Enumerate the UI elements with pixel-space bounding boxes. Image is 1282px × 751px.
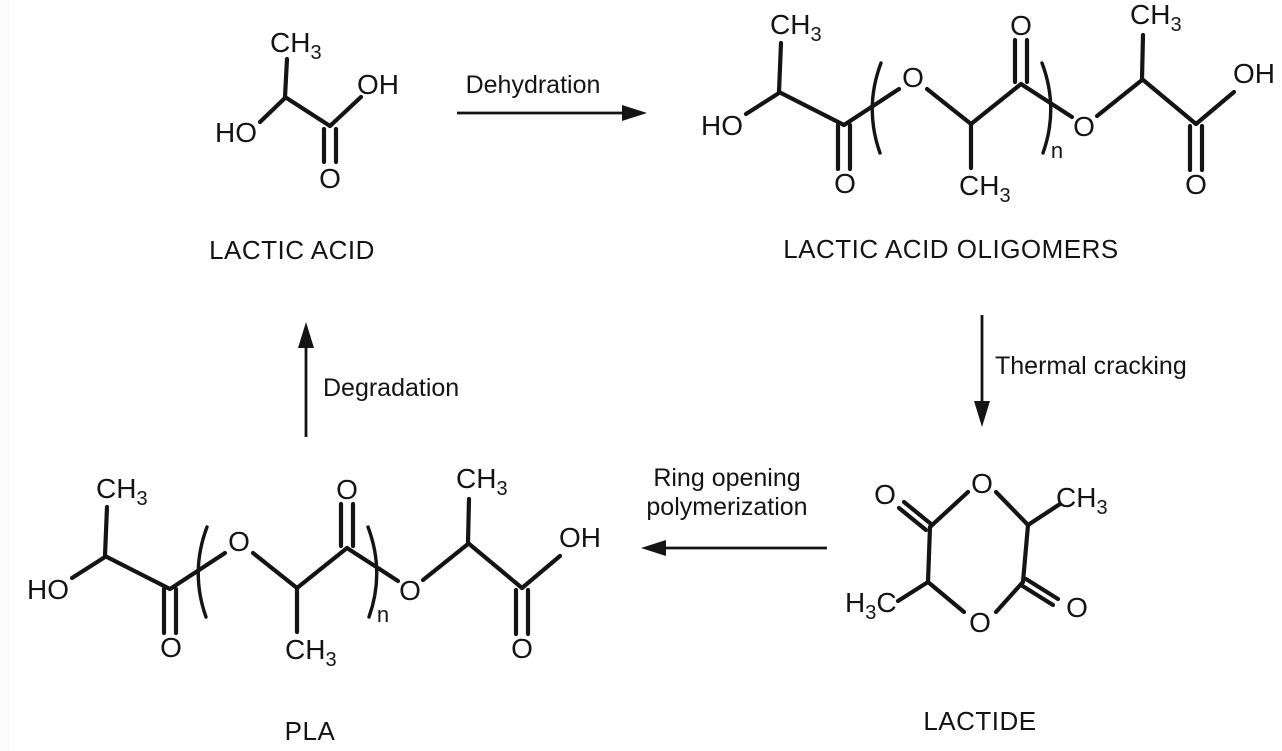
molecule-name-lactide: LACTIDE [923,706,1036,736]
atom-label: HO [215,117,257,148]
bond [282,56,290,100]
reaction-label-degradation: Degradation [323,374,459,402]
atom-label: CH3 [770,9,822,46]
atom-label: O [399,575,421,606]
atom-label: O [834,168,856,199]
atom-label: CH3 [96,473,148,510]
bond [1020,522,1031,585]
reaction-label-ring-opening-polymerization: Ring opening [653,464,800,492]
bond [927,489,971,530]
bond [465,540,525,591]
bond [776,40,784,95]
atom-label: O [1010,10,1032,41]
arrow-head-icon [298,322,314,348]
atom-label: O [336,474,358,505]
atom-label: O [1066,592,1088,623]
atom-label: CH3 [270,27,322,64]
bond [925,579,967,615]
bond [743,90,782,117]
double-bond-line [901,499,934,527]
bond [968,81,1024,127]
atom-label: O [228,526,250,557]
atom-label: O [1185,169,1207,200]
reaction-thermal-cracking: Thermal cracking [974,315,1187,427]
atom-label: O [902,62,924,93]
atom-label: O [160,632,182,663]
arrow-head-icon [641,540,666,556]
bond [1139,76,1199,127]
atom-label: CH3 [456,463,508,500]
atom-label: OH [357,69,399,100]
atom-label: O [874,479,896,510]
atom-label: n [377,602,389,627]
double-bond-line [1023,576,1061,602]
reaction-label-thermal-cracking: Thermal cracking [995,352,1187,380]
atom-label: CH3 [959,170,1011,207]
reaction-dehydration: Dehydration [457,71,647,121]
bond [102,553,173,592]
repeat-unit-bracket [870,61,883,155]
bond [925,524,933,585]
bond [1025,501,1063,528]
repeat-unit-bracket [196,525,209,619]
arrow-head-icon [622,105,647,121]
bond [257,95,288,125]
atom-label: n [1051,138,1063,163]
atom-label: O [511,633,533,664]
molecule-name-pla: PLA [285,716,336,746]
double-bond-line [1018,582,1056,608]
atom-label: O [319,163,341,194]
atom-label: OH [559,522,601,553]
bond [1018,81,1075,120]
bond [993,489,1031,528]
bond [1094,77,1145,119]
atom-label: CH3 [1056,482,1108,519]
bond [924,86,974,127]
atom-label: H3C [845,587,897,624]
bond [519,553,563,591]
molecule-name-lactic-acid: LACTIC ACID [209,235,375,265]
atom-label: HO [27,574,69,605]
bond [327,94,364,129]
reaction-degradation: Degradation [298,322,459,437]
repeat-unit-bracket [366,525,379,619]
atom-label: CH3 [285,634,337,671]
atom-label: OH [1233,58,1275,89]
atom-label: CH3 [1130,0,1182,36]
bond [294,545,350,591]
repeat-unit-bracket [1040,61,1053,155]
bond [1139,32,1146,82]
bond [250,550,300,591]
bond [895,579,931,604]
atom-label: O [969,607,991,638]
double-bond-line [896,505,929,533]
atom-label: O [971,468,993,499]
atom-label: O [1073,111,1095,142]
reaction-label-ring-opening-polymerization: polymerization [646,493,807,521]
molecule-name-lactic-acid-oligomers: LACTIC ACID OLIGOMERS [783,234,1119,264]
bond [420,541,471,583]
bond [776,89,847,128]
atom-label: HO [701,110,743,141]
arrow-head-icon [974,401,990,427]
bond [465,496,472,546]
bond [1193,89,1237,127]
bond [69,554,108,581]
bond [282,94,333,129]
bond [993,579,1026,615]
bond [344,545,401,584]
bond [102,504,110,559]
reaction-label-dehydration: Dehydration [466,71,601,99]
